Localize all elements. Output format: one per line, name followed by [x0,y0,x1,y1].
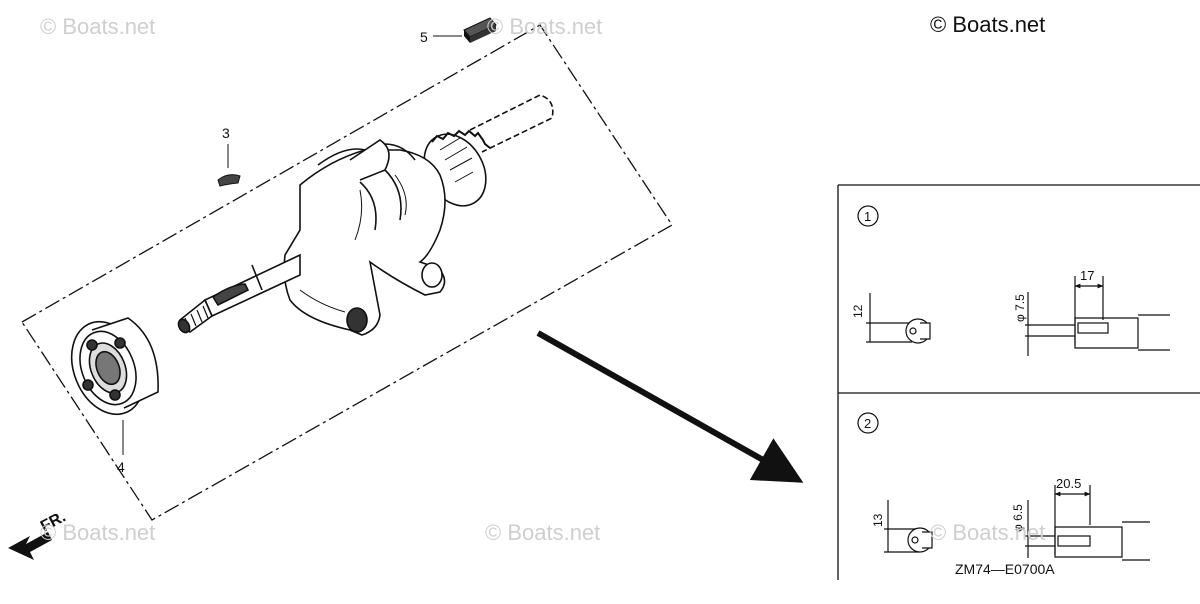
watermark: © Boats.net [485,520,601,545]
watermark: © Boats.net [40,520,156,545]
detail-panels [837,184,1200,580]
detail-1-diameter: φ 7.5 [1013,294,1027,322]
key-part-5: 5 [420,17,497,45]
part-ref-4: 4 [117,459,125,475]
part-ref-3: 3 [222,125,230,141]
detail-2-number: 2 [864,416,871,431]
part-ref-5: 5 [420,29,428,45]
detail-2-height: 13 [871,513,885,527]
watermark: © Boats.net [40,14,156,39]
watermark: © Boats.net [930,520,1046,545]
detail-view-1: 1 12 φ 7.5 17 [851,205,1170,356]
detail-2-length: 20.5 [1056,476,1081,491]
copyright-notice: © Boats.net [930,12,1046,37]
assembly-boundary [21,24,673,521]
detail-1-height: 12 [851,304,865,318]
detail-1-length: 17 [1080,268,1094,283]
ball-bearing-part-4: 4 [70,317,159,475]
crankshaft [177,94,554,336]
detail-1-number: 1 [864,209,871,224]
detail-reference-arrow [536,330,804,483]
watermark: © Boats.net [487,14,603,39]
woodruff-key-part-3: 3 [217,125,241,187]
detail-view-2: 2 13 φ 6.5 20.5 [857,412,1150,561]
diagram-code: ZM74—E0700A [955,561,1055,577]
detail-2-diameter: φ 6.5 [1011,504,1025,532]
